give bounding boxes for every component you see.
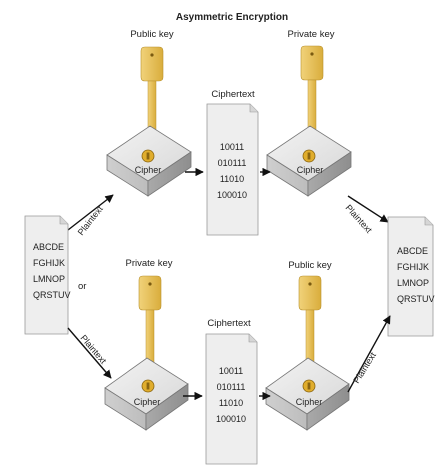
plaintext-document-right [387, 216, 434, 337]
bottom-ciphertext-document [205, 333, 258, 465]
or-label: or [78, 281, 86, 292]
bottom-arrow-plaintext-in [67, 327, 112, 379]
plaintext-left-line-4: QRSTUV [33, 290, 71, 300]
top-ciphertext-line-3: 11010 [220, 174, 244, 184]
bottom-ciphertext-line-1: 10011 [219, 366, 243, 376]
diagram-title: Asymmetric Encryption [176, 12, 288, 23]
plaintext-right-line-3: LMNOP [397, 278, 429, 288]
plaintext-document-left [24, 215, 69, 335]
top-plaintext-out-label: Plaintext [344, 203, 375, 236]
bottom-plaintext-out-label: Plaintext [351, 350, 378, 385]
top-key-left-label: Public key [130, 29, 174, 40]
bottom-ciphertext-label: Ciphertext [207, 318, 251, 329]
top-arrow-plaintext-out [347, 195, 389, 223]
bottom-cipher-left-label: Cipher [134, 397, 161, 407]
bottom-left-lock-icon [141, 379, 155, 393]
plaintext-left-line-1: ABCDE [33, 242, 64, 252]
top-ciphertext-label: Ciphertext [211, 89, 255, 100]
plaintext-right-line-4: QRSTUV [397, 294, 435, 304]
plaintext-right-line-2: FGHIJK [397, 262, 429, 272]
bottom-ciphertext-line-2: 010111 [217, 382, 246, 392]
bottom-private-key-icon [138, 275, 162, 379]
top-ciphertext-line-2: 010111 [218, 158, 247, 168]
bottom-arrow-plaintext-out [347, 315, 391, 393]
top-private-key-icon [300, 45, 324, 149]
bottom-key-right-label: Public key [288, 260, 332, 271]
bottom-right-lock-icon [302, 379, 316, 393]
top-public-key-icon [140, 46, 164, 150]
top-ciphertext-document [206, 103, 259, 236]
bottom-right-cipher-box [265, 357, 350, 431]
top-key-right-label: Private key [288, 29, 335, 40]
top-arrow-plaintext-in [67, 194, 114, 231]
plaintext-left-line-2: FGHIJK [33, 258, 65, 268]
top-cipher-right-label: Cipher [297, 165, 324, 175]
plaintext-right-line-1: ABCDE [397, 246, 428, 256]
bottom-left-cipher-box [104, 357, 189, 431]
top-left-lock-icon [141, 149, 155, 163]
top-ciphertext-line-1: 10011 [220, 142, 244, 152]
bottom-ciphertext-line-3: 11010 [219, 398, 243, 408]
top-right-lock-icon [302, 149, 316, 163]
top-cipher-left-label: Cipher [135, 165, 162, 175]
bottom-cipher-right-label: Cipher [296, 397, 323, 407]
bottom-plaintext-in-label: Plaintext [78, 333, 108, 366]
bottom-ciphertext-line-4: 100010 [216, 414, 246, 424]
bottom-key-left-label: Private key [126, 258, 173, 269]
top-ciphertext-line-4: 100010 [217, 190, 247, 200]
plaintext-left-line-3: LMNOP [33, 274, 65, 284]
